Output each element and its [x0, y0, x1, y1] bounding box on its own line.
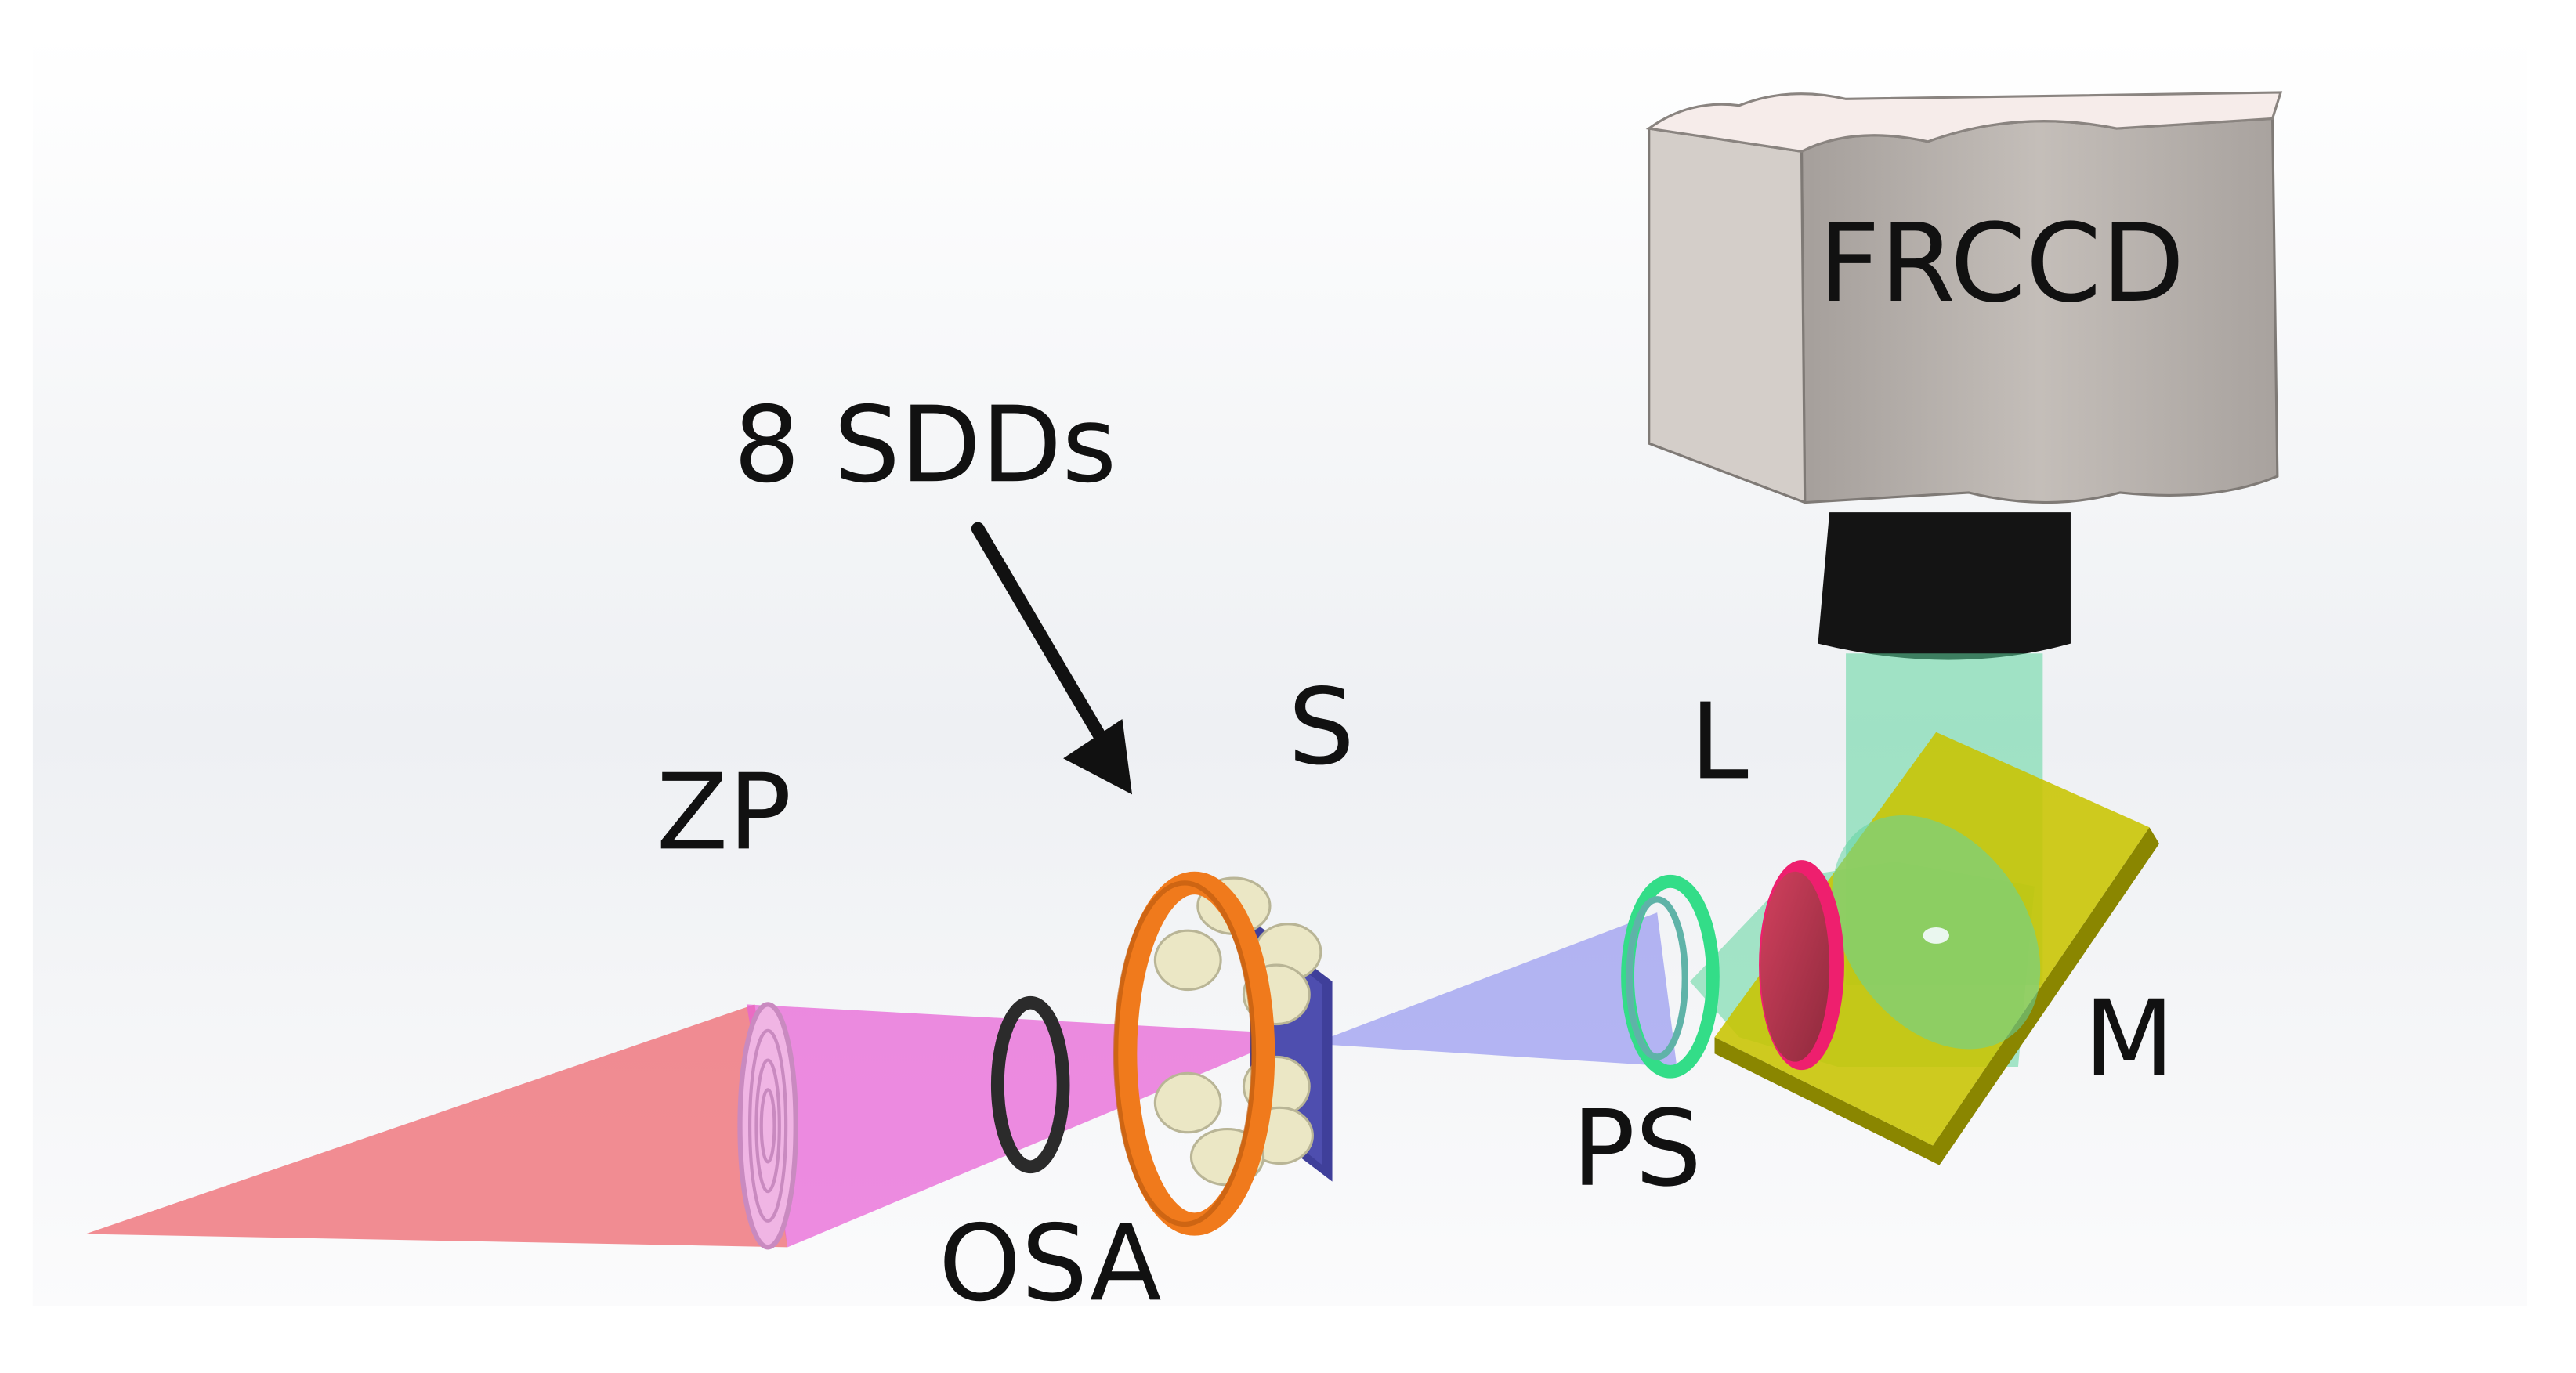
zp-zone-2 [754, 1058, 781, 1194]
label-m: M [2084, 977, 2175, 1100]
sdd-arrow [971, 522, 1133, 795]
label-s: S [1288, 667, 1355, 789]
label-sdds: 8 SDDs [733, 384, 1116, 506]
camera-frccd [1645, 91, 2283, 660]
sdd-detector-7 [1153, 1071, 1222, 1134]
ps-ring-inner [1626, 896, 1689, 1060]
lens-l [1759, 860, 1844, 1071]
label-ps: PS [1572, 1088, 1702, 1210]
label-frccd: FRCCD [1818, 201, 2184, 327]
sdd-mount-ring-edge [1113, 880, 1257, 1227]
camera-body-side [1648, 127, 1807, 504]
mirror-center-hole [1923, 927, 1949, 944]
focusing-xray-cone [746, 1004, 1297, 1248]
label-l: L [1690, 681, 1749, 803]
zone-plate-zp [737, 1002, 798, 1250]
label-osa: OSA [939, 1202, 1162, 1324]
phosphor-screen-ps [1621, 874, 1720, 1079]
label-zp: ZP [657, 751, 792, 873]
camera-lens-barrel [1818, 512, 2071, 660]
zp-zone-3 [759, 1088, 776, 1164]
osa-ring [990, 995, 1070, 1174]
incoming-xray-cone [85, 1004, 788, 1248]
transmitted-xray-cone [1312, 912, 1677, 1067]
camera-top [1645, 91, 2283, 153]
zp-zone-1 [747, 1028, 788, 1223]
lens-body [1760, 871, 1830, 1062]
sdd-arrow-shaft [971, 522, 1116, 759]
sdd-detector-8 [1153, 929, 1222, 992]
sdd-arrow-head [1063, 718, 1133, 795]
